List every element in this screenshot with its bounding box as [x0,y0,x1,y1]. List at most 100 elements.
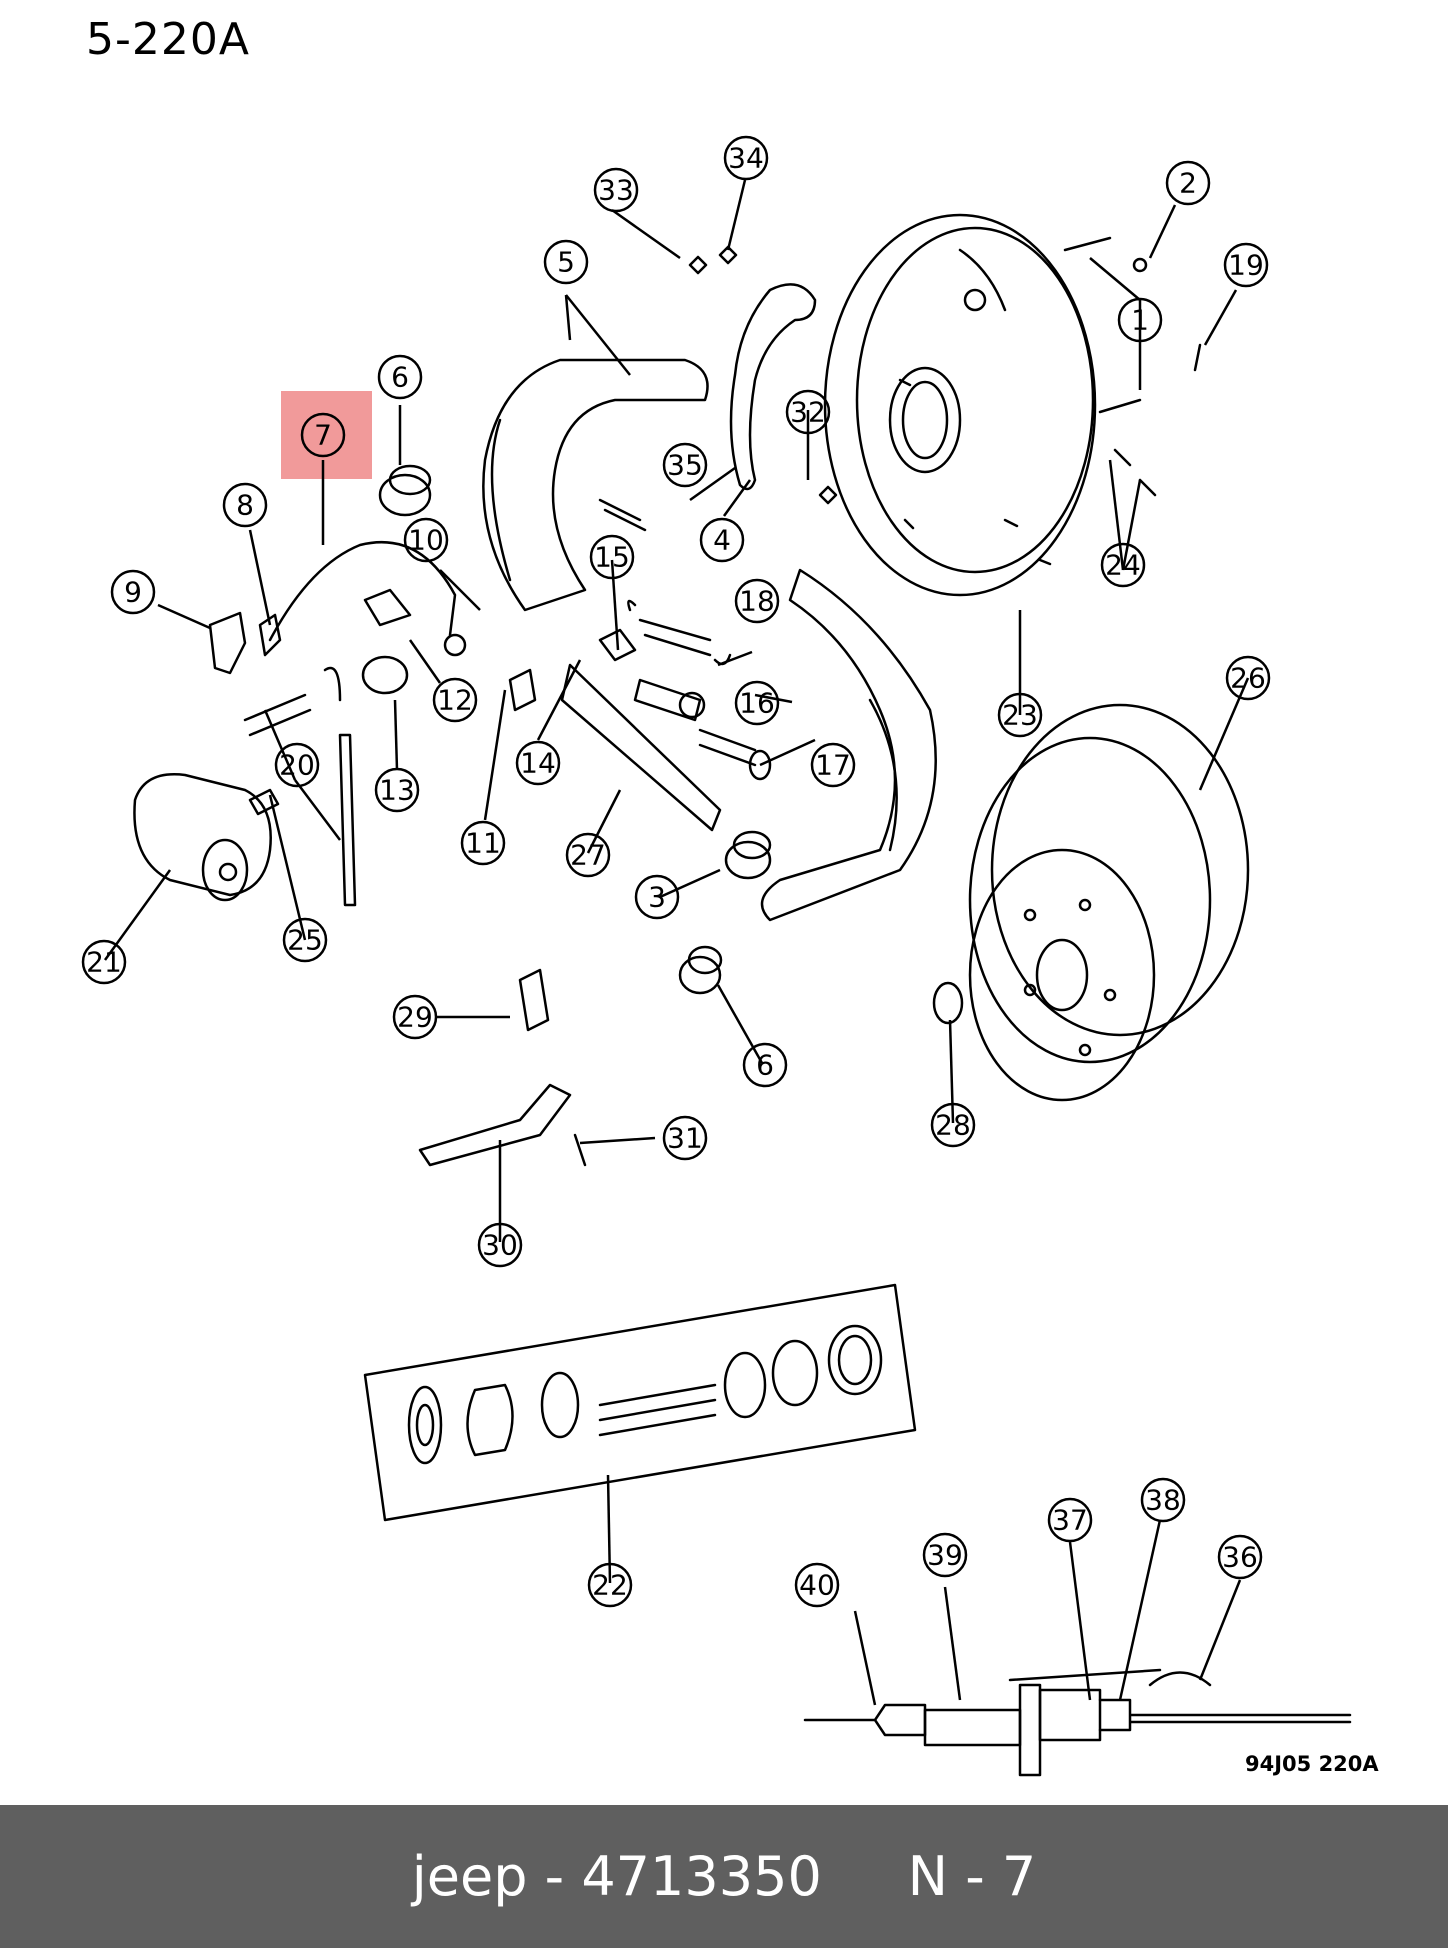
svg-text:17: 17 [815,749,851,782]
svg-text:38: 38 [1145,1484,1181,1517]
callout-20: 20 [274,742,320,788]
callout-36: 36 [1217,1534,1263,1580]
svg-text:20: 20 [279,749,315,782]
callout-34: 34 [723,135,769,181]
callout-29: 29 [392,994,438,1040]
callout-22: 22 [587,1562,633,1608]
brake-exploded-diagram: 5-220A [81,14,1379,1777]
callout-5: 5 [543,239,589,285]
svg-text:21: 21 [86,946,122,979]
svg-text:11: 11 [465,827,501,860]
hold-down-spring-upper [378,464,432,517]
callout-4: 4 [699,517,745,563]
callout-23: 23 [997,692,1043,738]
svg-text:28: 28 [935,1109,971,1142]
shoe-retainer [363,588,412,627]
diagram-drawing: 1 2 3 4 5 6 6 7 8 9 10 11 12 13 14 15 16… [81,135,1352,1777]
svg-text:19: 19 [1228,249,1264,282]
caption-gap [822,1845,908,1908]
svg-text:5: 5 [557,246,575,279]
svg-text:25: 25 [287,924,323,957]
svg-text:35: 35 [667,449,703,482]
svg-text:40: 40 [799,1569,835,1602]
svg-text:27: 27 [570,839,606,872]
adjuster-screw [633,678,706,722]
svg-text:39: 39 [927,1539,963,1572]
svg-text:33: 33 [598,174,634,207]
caption: jeep - 4713350 N - 7 [0,1805,1448,1948]
highlight-marker [281,391,372,479]
callout-28: 28 [930,1102,976,1148]
callout-3: 3 [634,874,680,920]
svg-text:18: 18 [739,585,775,618]
svg-text:26: 26 [1230,662,1266,695]
callout-2: 2 [1165,160,1211,206]
callout-25: 25 [282,917,328,963]
callout-8: 8 [222,482,268,528]
caption-brand: jeep [411,1845,528,1908]
actuator-link [418,1083,572,1167]
lug-studs [1113,448,1157,497]
small-pin [573,1133,587,1167]
shoe-anchor [729,283,817,491]
callout-30: 30 [477,1222,523,1268]
adjuster-cable [268,540,467,657]
svg-text:14: 14 [520,747,556,780]
callout-31: 31 [662,1115,708,1161]
svg-text:8: 8 [236,489,254,522]
svg-text:10: 10 [408,524,444,557]
brake-drum [968,703,1250,1102]
callout-9: 9 [110,569,156,615]
repair-kit-box [363,1283,917,1522]
callout-27: 27 [565,832,611,878]
svg-text:37: 37 [1052,1504,1088,1537]
svg-text:31: 31 [667,1122,703,1155]
svg-text:2: 2 [1179,167,1197,200]
sheet-code: 5-220A [86,14,250,65]
adjuster-bracket [508,668,537,712]
callout-24: 24 [1100,542,1146,588]
callout-33: 33 [593,167,639,213]
callout-11: 11 [460,820,506,866]
svg-text:9: 9 [124,576,142,609]
hold-down-spring-lower [678,945,723,995]
callout-37: 37 [1047,1497,1093,1543]
callout-32: 32 [785,389,831,435]
callout-21: 21 [81,939,127,985]
svg-text:29: 29 [397,1001,433,1034]
callout-40: 40 [794,1562,840,1608]
adjuster-spring [627,599,732,666]
svg-text:6: 6 [391,361,409,394]
callouts: 1 2 3 4 5 6 6 7 8 9 10 11 12 13 14 15 16… [81,135,1271,1608]
footer-code: 94J05 220A [1245,1752,1379,1776]
brake-shoe-lower [760,568,937,922]
callout-10: 10 [403,517,449,563]
caption-part-number: 4713350 [581,1845,822,1908]
pivot-nut [698,728,772,781]
callout-1: 1 [1117,297,1163,343]
svg-text:15: 15 [594,541,630,574]
callout-19: 19 [1223,242,1269,288]
bolts [1063,236,1202,414]
cable-guide [208,611,247,675]
callout-6a: 6 [377,354,423,400]
clip-parts [688,245,838,505]
callout-13: 13 [374,767,420,813]
svg-text:6: 6 [756,1049,774,1082]
adjuster-lever [258,613,282,657]
hold-down-spring-3 [724,830,772,880]
callout-18: 18 [734,578,780,624]
callout-12: 12 [432,677,478,723]
callout-7: 7 [300,412,346,458]
caption-ref: N - 7 [907,1845,1037,1908]
callout-14: 14 [515,740,561,786]
lever-bracket [518,968,550,1032]
callout-17: 17 [810,742,856,788]
svg-text:7: 7 [314,419,332,452]
strut [598,628,637,662]
svg-text:13: 13 [379,774,415,807]
leader-lines [103,179,1250,1706]
bleeder-screw [248,788,280,816]
callout-26: 26 [1225,655,1271,701]
svg-text:32: 32 [790,396,826,429]
